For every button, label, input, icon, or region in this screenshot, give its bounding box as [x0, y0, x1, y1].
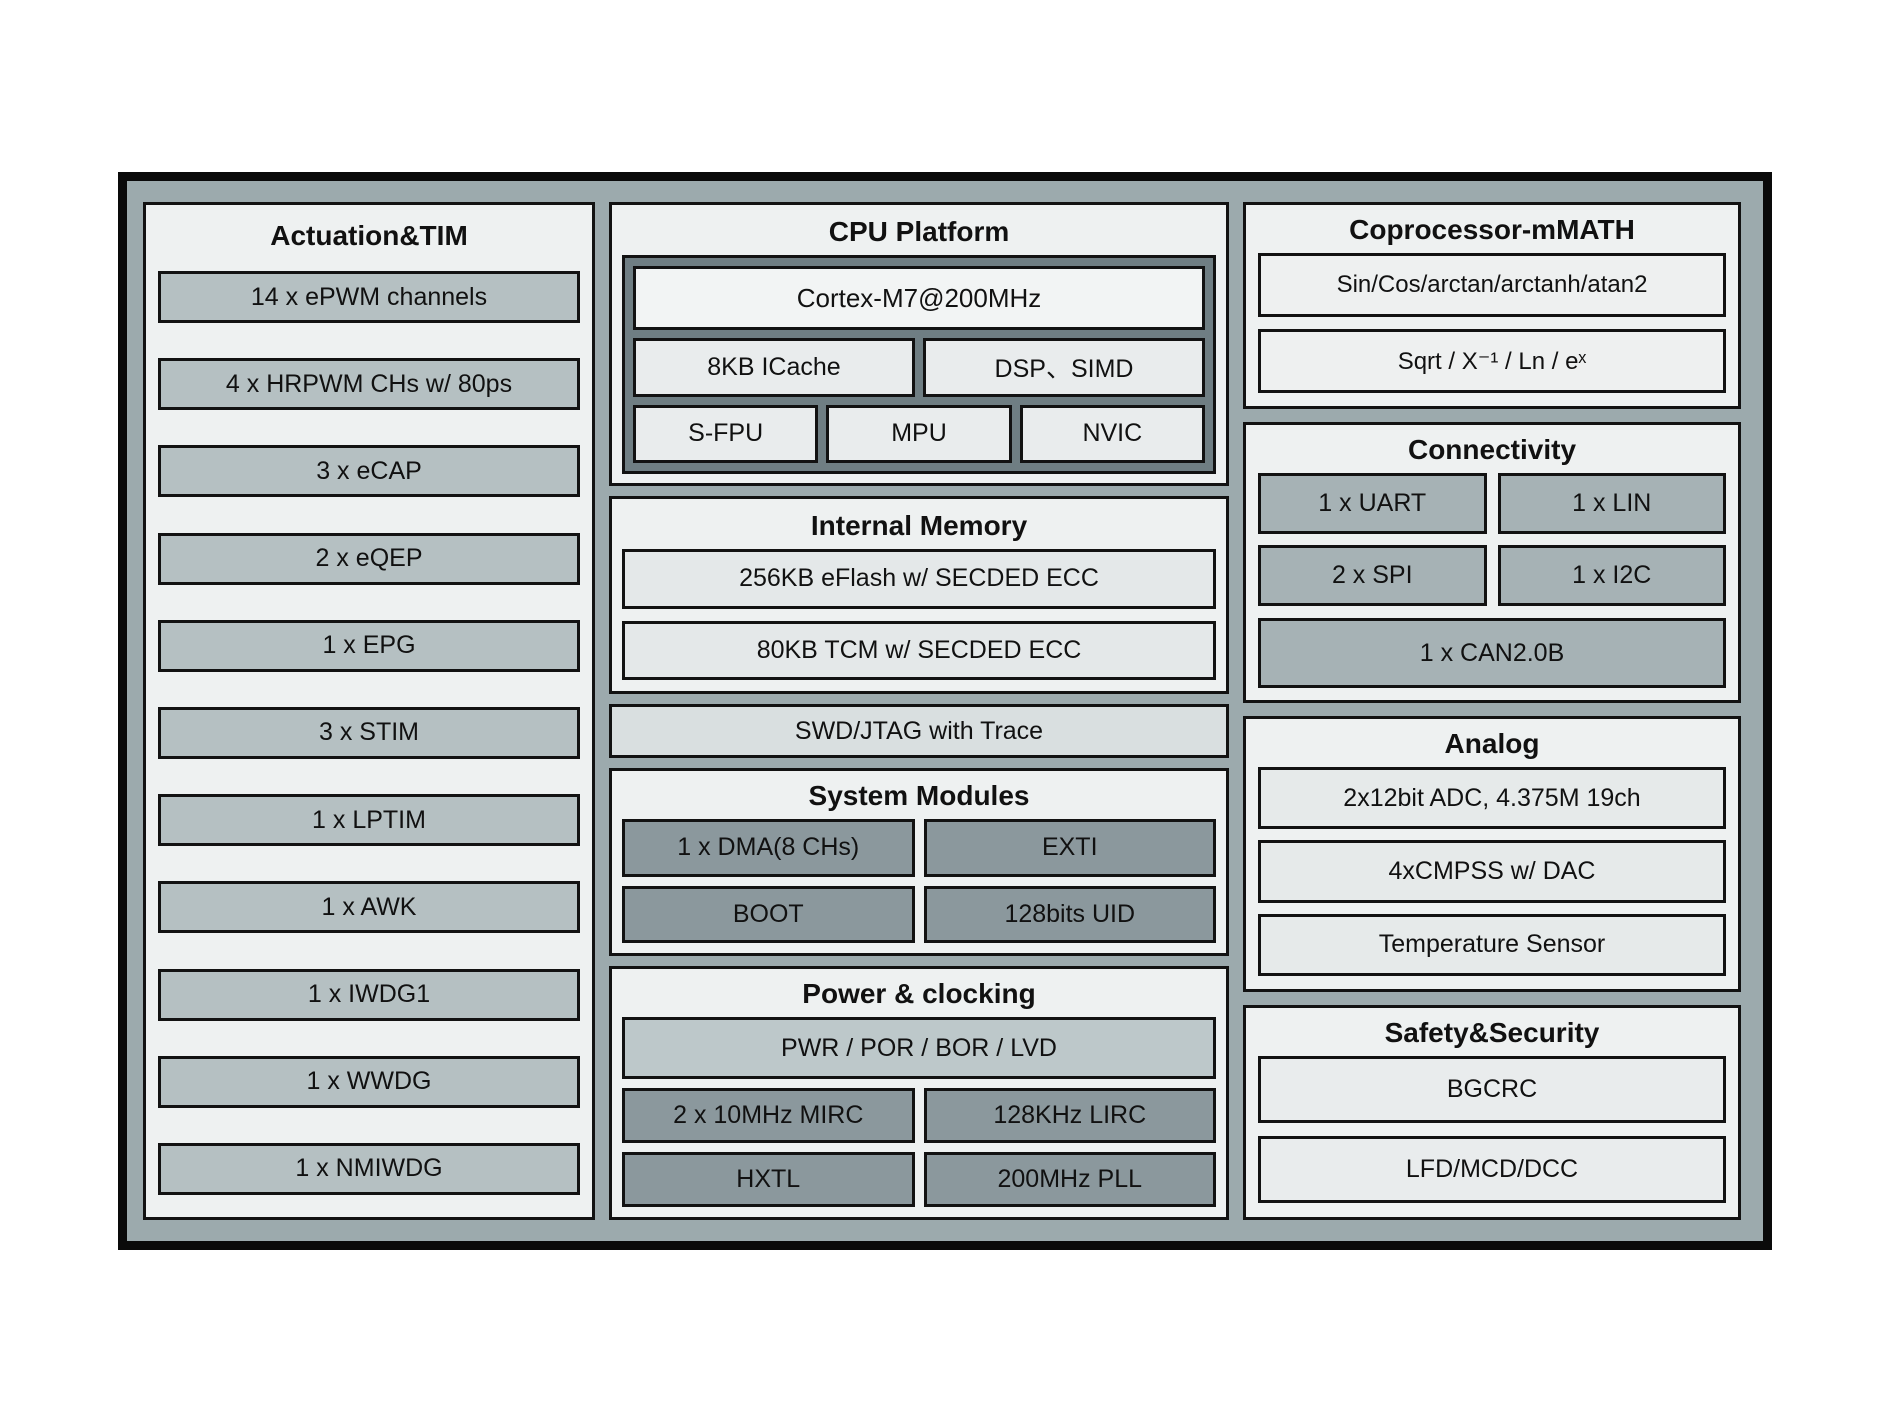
block-lirc: 128KHz LIRC — [923, 1088, 1216, 1144]
block-iwdg1: 1 x IWDG1 — [158, 968, 580, 1021]
internal-memory-title: Internal Memory — [810, 510, 1028, 541]
block-epg: 1 x EPG — [158, 619, 580, 672]
panel-safety-security: Safety&Security BGCRC LFD/MCD/DCC — [1243, 1005, 1741, 1220]
cpu-platform-title: CPU Platform — [828, 216, 1010, 247]
panel-power-clocking: Power & clocking PWR / POR / BOR / LVD 2… — [609, 966, 1229, 1220]
internal-memory-rows: 256KB eFlash w/ SECDED ECC 80KB TCM w/ S… — [622, 549, 1216, 680]
power-clocking-rows: PWR / POR / BOR / LVD 2 x 10MHz MIRC 128… — [622, 1017, 1216, 1207]
column-cpu: CPU Platform Cortex-M7@200MHz 8KB ICache… — [609, 202, 1229, 1220]
block-wwdg: 1 x WWDG — [158, 1055, 580, 1108]
block-awk: 1 x AWK — [158, 881, 580, 934]
block-eqep: 2 x eQEP — [158, 532, 580, 585]
block-eflash: 256KB eFlash w/ SECDED ECC — [622, 549, 1216, 609]
block-lin: 1 x LIN — [1497, 473, 1726, 535]
coprocessor-mmath-title: Coprocessor-mMATH — [1349, 214, 1635, 245]
cpu-core-container: Cortex-M7@200MHz 8KB ICache DSP、SIMD S-F… — [622, 255, 1216, 474]
block-mpu: MPU — [826, 404, 1012, 463]
block-pll: 200MHz PLL — [923, 1152, 1216, 1207]
block-i2c: 1 x I2C — [1497, 545, 1726, 607]
block-dsp-simd: DSP、SIMD — [923, 338, 1205, 397]
block-bgcrc: BGCRC — [1258, 1056, 1726, 1123]
power-clocking-title: Power & clocking — [802, 978, 1036, 1009]
block-can: 1 x CAN2.0B — [1258, 618, 1726, 688]
column-peripherals: Coprocessor-mMATH Sin/Cos/arctan/arctanh… — [1243, 202, 1741, 1220]
block-hrpwm: 4 x HRPWM CHs w/ 80ps — [158, 358, 580, 411]
connectivity-grid: 1 x UART 1 x LIN 2 x SPI 1 x I2C — [1258, 473, 1726, 607]
connectivity-rows: 1 x UART 1 x LIN 2 x SPI 1 x I2C 1 x CAN… — [1258, 473, 1726, 688]
block-tcm: 80KB TCM w/ SECDED ECC — [622, 620, 1216, 680]
block-icache: 8KB ICache — [633, 338, 915, 397]
column-actuation: Actuation&TIM 14 x ePWM channels 4 x HRP… — [143, 202, 595, 1220]
block-pwr-por-bor-lvd: PWR / POR / BOR / LVD — [622, 1017, 1216, 1080]
block-mirc: 2 x 10MHz MIRC — [622, 1088, 915, 1144]
block-trig-functions: Sin/Cos/arctan/arctanh/atan2 — [1258, 253, 1726, 317]
connectivity-title: Connectivity — [1407, 434, 1577, 465]
block-epwm-channels: 14 x ePWM channels — [158, 271, 580, 323]
block-ecap: 3 x eCAP — [158, 445, 580, 498]
system-modules-grid: 1 x DMA(8 CHs) EXTI BOOT 128bits UID — [622, 819, 1216, 943]
block-hxtl: HXTL — [622, 1152, 915, 1207]
block-nmiwdg: 1 x NMIWDG — [158, 1142, 580, 1195]
safety-rows: BGCRC LFD/MCD/DCC — [1258, 1056, 1726, 1203]
block-adc: 2x12bit ADC, 4.375M 19ch — [1258, 767, 1726, 830]
power-clocking-grid: 2 x 10MHz MIRC 128KHz LIRC HXTL 200MHz P… — [622, 1088, 1216, 1207]
block-uart: 1 x UART — [1258, 473, 1487, 535]
block-boot: BOOT — [622, 885, 915, 943]
cpu-row-fpu-mpu-nvic: S-FPU MPU NVIC — [633, 404, 1205, 463]
block-exti: EXTI — [923, 819, 1216, 877]
block-nvic: NVIC — [1019, 404, 1205, 463]
block-swd-jtag: SWD/JTAG with Trace — [609, 704, 1229, 758]
actuation-item-list: 14 x ePWM channels 4 x HRPWM CHs w/ 80ps… — [158, 271, 580, 1195]
panel-actuation-tim: Actuation&TIM 14 x ePWM channels 4 x HRP… — [143, 202, 595, 1220]
panel-internal-memory: Internal Memory 256KB eFlash w/ SECDED E… — [609, 496, 1229, 694]
block-lptim: 1 x LPTIM — [158, 794, 580, 847]
block-temperature-sensor: Temperature Sensor — [1258, 913, 1726, 976]
block-cmpss: 4xCMPSS w/ DAC — [1258, 840, 1726, 903]
safety-security-title: Safety&Security — [1384, 1017, 1600, 1048]
panel-system-modules: System Modules 1 x DMA(8 CHs) EXTI BOOT … — [609, 768, 1229, 956]
actuation-tim-title: Actuation&TIM — [270, 220, 468, 251]
cpu-row-cache-dsp: 8KB ICache DSP、SIMD — [633, 338, 1205, 397]
block-sfpu: S-FPU — [633, 404, 819, 463]
block-dma: 1 x DMA(8 CHs) — [622, 819, 915, 877]
system-modules-title: System Modules — [808, 780, 1030, 811]
panel-connectivity: Connectivity 1 x UART 1 x LIN 2 x SPI 1 … — [1243, 422, 1741, 703]
block-uid: 128bits UID — [923, 885, 1216, 943]
block-sqrt-ln-exp: Sqrt / X⁻¹ / Ln / eˣ — [1258, 329, 1726, 393]
block-cortex-m7: Cortex-M7@200MHz — [633, 266, 1205, 331]
panel-analog: Analog 2x12bit ADC, 4.375M 19ch 4xCMPSS … — [1243, 716, 1741, 992]
analog-rows: 2x12bit ADC, 4.375M 19ch 4xCMPSS w/ DAC … — [1258, 767, 1726, 976]
coprocessor-rows: Sin/Cos/arctan/arctanh/atan2 Sqrt / X⁻¹ … — [1258, 253, 1726, 393]
mcu-block-diagram: Actuation&TIM 14 x ePWM channels 4 x HRP… — [118, 172, 1772, 1250]
block-stim: 3 x STIM — [158, 706, 580, 759]
block-spi: 2 x SPI — [1258, 545, 1487, 607]
panel-cpu-platform: CPU Platform Cortex-M7@200MHz 8KB ICache… — [609, 202, 1229, 486]
analog-title: Analog — [1444, 728, 1540, 759]
block-lfd-mcd-dcc: LFD/MCD/DCC — [1258, 1136, 1726, 1203]
panel-coprocessor-mmath: Coprocessor-mMATH Sin/Cos/arctan/arctanh… — [1243, 202, 1741, 409]
